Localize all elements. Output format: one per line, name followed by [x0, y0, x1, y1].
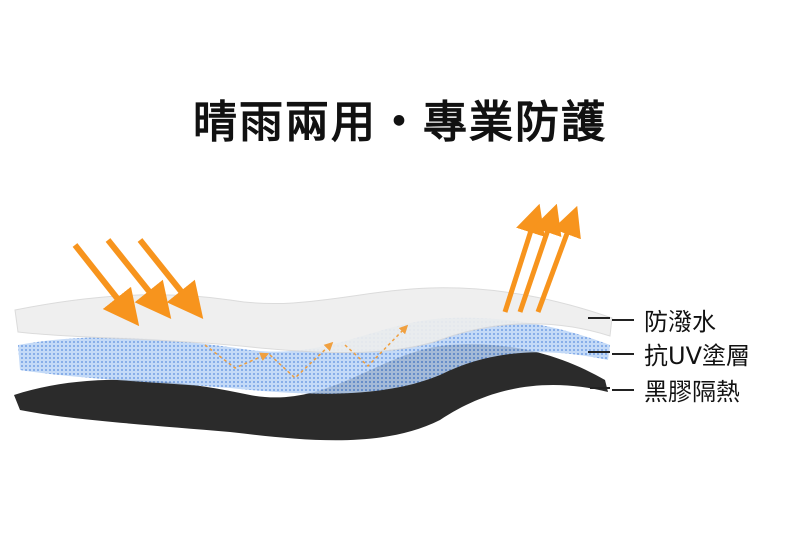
internal-reflection-arrows: [204, 324, 409, 380]
uv-coating-layer: [18, 317, 610, 394]
black-rubber-layer: [14, 344, 608, 441]
headline: 晴雨兩用・專業防護: [193, 97, 607, 148]
label-text: 黑膠隔熱: [644, 378, 740, 406]
label-text: 抗UV塗層: [644, 342, 750, 370]
layer-label-uv-coating: 抗UV塗層: [612, 336, 750, 371]
leader-line: [612, 388, 634, 391]
leader-line: [612, 352, 634, 355]
layer-label-black-rubber: 黑膠隔熱: [612, 372, 740, 407]
label-text: 防潑水: [644, 308, 716, 336]
leader-line: [612, 318, 634, 321]
reflected-arrows: [502, 203, 581, 313]
incoming-sun-arrows: [72, 238, 204, 327]
layer-label-water-repellent: 防潑水: [612, 302, 716, 337]
